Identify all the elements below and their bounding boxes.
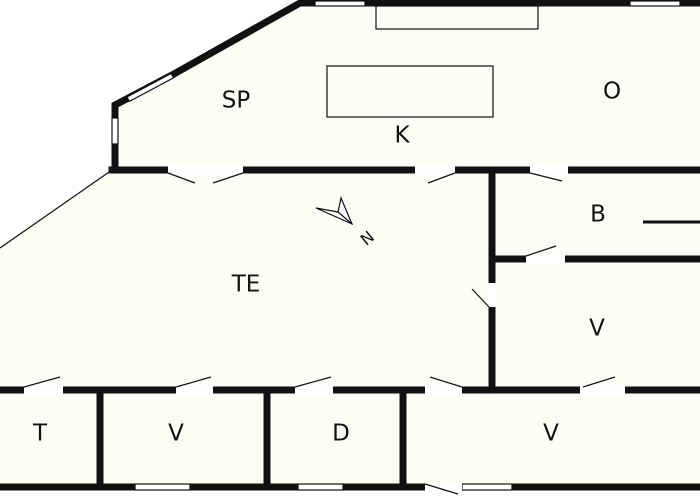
room-label-t: T [32, 421, 48, 447]
room-label-b: B [590, 202, 606, 228]
door-leaves [23, 172, 616, 495]
window-bottom-3 [461, 483, 513, 491]
floor-area [0, 3, 700, 487]
counter-top [375, 5, 539, 30]
room-label-v-bottom-left: V [168, 421, 184, 447]
room-label-te: TE [231, 272, 261, 298]
north-arrow-icon [315, 196, 354, 226]
room-label-v-right: V [589, 316, 605, 342]
exterior-diagonal-line [0, 169, 113, 249]
window-top-left [314, 0, 366, 7]
room-label-o: O [603, 79, 621, 105]
window-top-right [629, 0, 681, 7]
window-bottom-1 [134, 483, 191, 491]
windows [111, 0, 681, 491]
window-bottom-2 [297, 483, 344, 491]
window-diagonal [126, 72, 175, 103]
room-label-sp: SP [222, 88, 251, 114]
kitchen-island [326, 65, 494, 118]
room-label-v-bottom-right: V [543, 421, 559, 447]
room-label-k: K [394, 123, 410, 149]
window-left [111, 117, 119, 145]
room-label-d: D [332, 421, 350, 447]
door-openings [24, 165, 625, 492]
